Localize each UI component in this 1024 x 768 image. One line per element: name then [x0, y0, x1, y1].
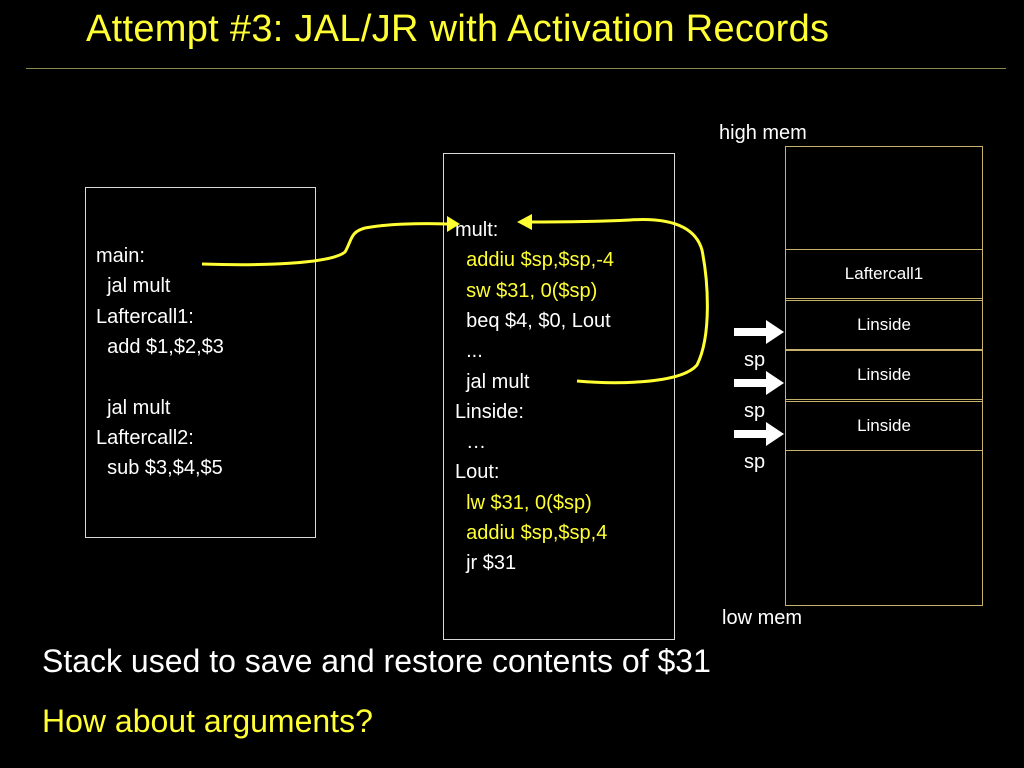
page-title: Attempt #3: JAL/JR with Activation Recor… — [86, 8, 830, 50]
call-arrow — [201, 222, 448, 267]
code-line: … — [455, 431, 487, 454]
code-line: beq $4, $0, Lout — [455, 309, 611, 332]
sp-label: sp — [744, 400, 766, 422]
code-line: Laftercall2: — [96, 426, 194, 449]
low-mem-label: low mem — [722, 607, 803, 629]
sp-arrow-icon — [734, 371, 784, 395]
stack-cell: Linside — [786, 299, 982, 350]
code-line: jal mult — [96, 396, 171, 419]
stack-cell: Linside — [786, 400, 982, 451]
call-arrow-head — [447, 216, 460, 232]
code-line: addiu $sp,$sp,4 — [455, 522, 608, 544]
bottom-question: How about arguments? — [42, 703, 373, 739]
stack-cell: Laftercall1 — [786, 249, 982, 299]
code-line: jal mult — [96, 275, 171, 298]
code-line: add $1,$2,$3 — [96, 335, 224, 358]
code-line: Laftercall1: — [96, 305, 194, 328]
code-line: sw $31, 0($sp) — [455, 279, 598, 302]
recursion-arrow-head — [517, 214, 532, 230]
code-line: jr $31 — [455, 552, 517, 575]
code-line: lw $31, 0($sp) — [455, 491, 592, 514]
sp-label: sp — [744, 451, 766, 473]
code-line: ... — [455, 340, 483, 363]
code-line: main: — [96, 245, 145, 267]
code-line: addiu $sp,$sp,-4 — [455, 249, 614, 272]
code-line: mult: — [455, 219, 499, 241]
bottom-statement: Stack used to save and restore contents … — [42, 643, 711, 679]
code-line: Lout: — [455, 461, 500, 484]
code-line: sub $3,$4,$5 — [96, 457, 223, 480]
recursion-arrow — [527, 218, 709, 385]
stack-cell: Linside — [786, 350, 982, 400]
main-code-box — [85, 187, 316, 538]
mult-code-box — [443, 153, 675, 640]
title-divider — [26, 68, 1006, 69]
sp-label: sp — [744, 349, 766, 371]
code-line: jal mult — [455, 370, 530, 393]
sp-arrow-icon — [734, 320, 784, 344]
high-mem-label: high mem — [719, 122, 807, 144]
sp-arrow-icon — [734, 422, 784, 446]
code-line: Linside: — [455, 400, 524, 423]
